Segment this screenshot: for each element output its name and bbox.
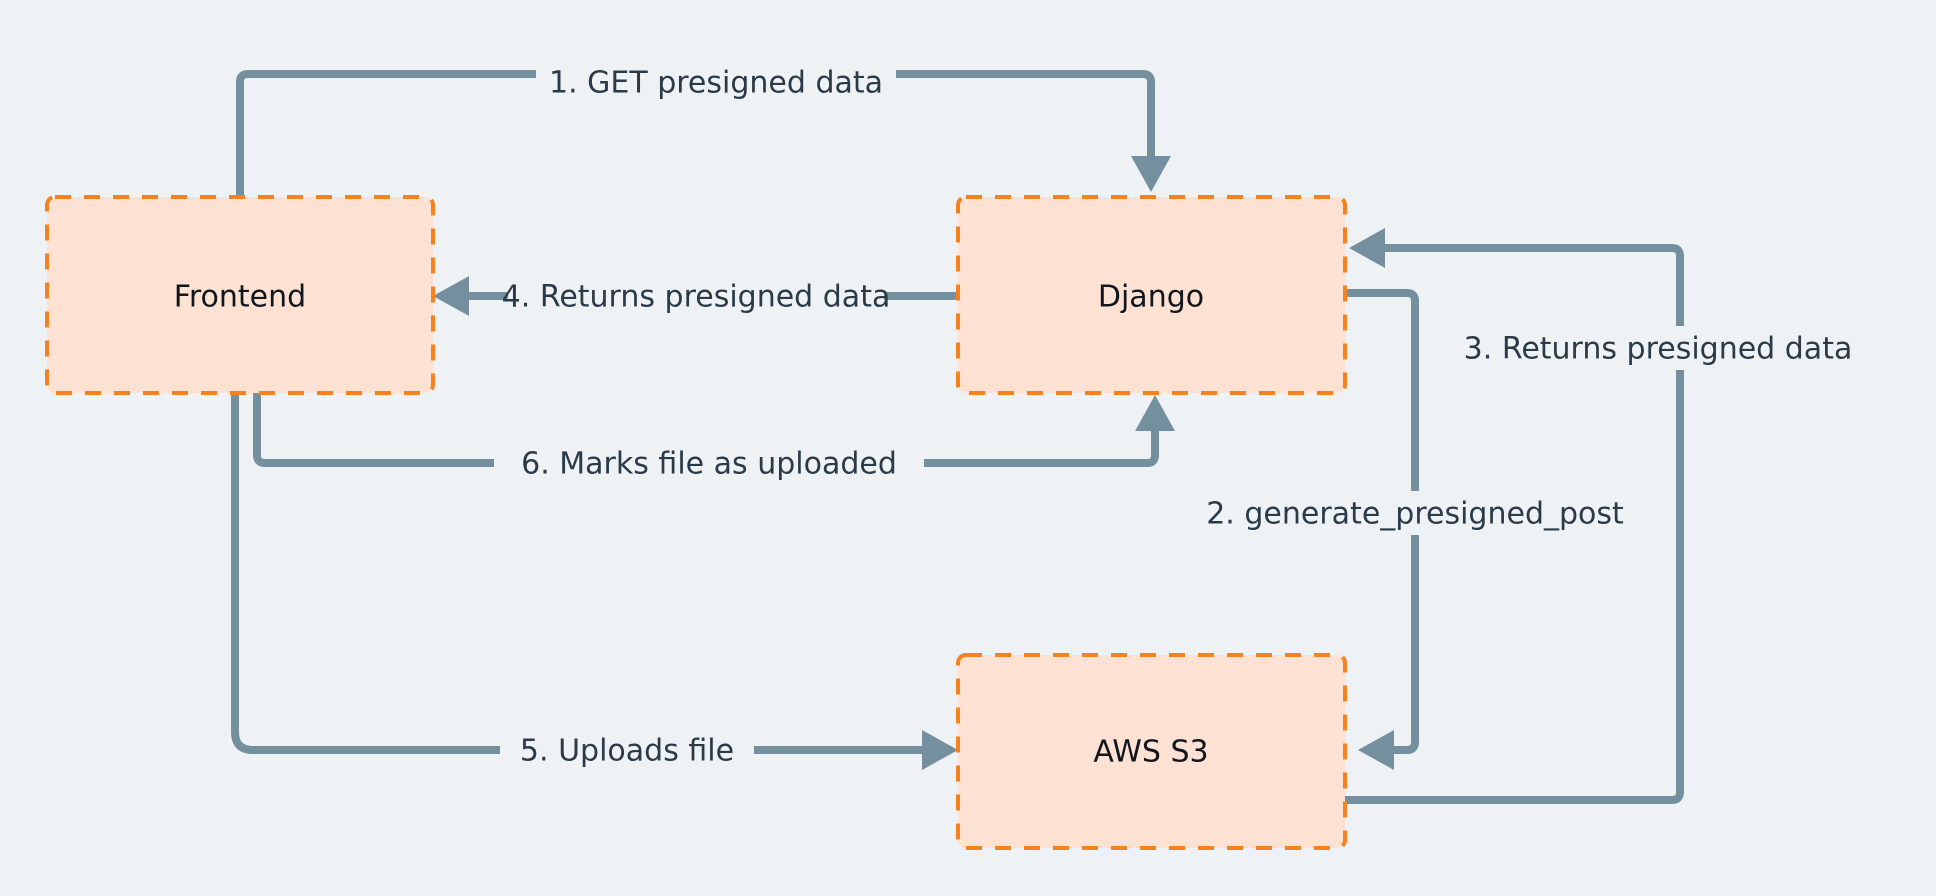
edge-6-arrowhead: [1135, 395, 1175, 431]
edge-4-label: 4. Returns presigned data: [502, 280, 891, 315]
edge-6-label-backdrop: [494, 441, 924, 485]
node-aws-s3-box: [956, 653, 1347, 850]
edge-3-arrowhead: [1349, 228, 1385, 268]
edge-5-label-backdrop: [500, 728, 754, 772]
edge-2-label: 2. generate_presigned_post: [1206, 497, 1624, 532]
edge-5-line: [231, 389, 933, 754]
edge-3-label: 3. Returns presigned data: [1464, 332, 1853, 367]
edge-5-label: 5. Uploads file: [520, 734, 734, 769]
edge-2-generate-presigned-post[interactable]: 2. generate_presigned_post: [1193, 289, 1637, 770]
node-frontend-box: [45, 195, 435, 395]
edge-5-arrowhead: [922, 730, 958, 770]
node-aws-s3-label: AWS S3: [1093, 735, 1208, 770]
edge-6-marks-file-as-uploaded[interactable]: 6. Marks file as uploaded: [253, 389, 1175, 485]
edge-2-label-backdrop: [1193, 491, 1637, 535]
edge-4-label-backdrop: [508, 274, 884, 318]
edge-1-label-backdrop: [536, 60, 896, 104]
edge-3-returns-presigned-data[interactable]: 3. Returns presigned data: [1341, 228, 1872, 804]
node-django-box: [956, 195, 1347, 395]
edge-3-line: [1341, 244, 1684, 804]
edge-1-label: 1. GET presigned data: [549, 66, 883, 101]
node-frontend-label: Frontend: [174, 280, 306, 315]
edge-5-uploads-file[interactable]: 5. Uploads file: [231, 389, 958, 772]
edge-4-returns-presigned-data[interactable]: 4. Returns presigned data: [433, 274, 958, 318]
node-frontend[interactable]: Frontend: [45, 195, 435, 395]
edge-1-get-presigned-data[interactable]: 1. GET presigned data: [236, 60, 1171, 201]
node-aws-s3[interactable]: AWS S3: [956, 653, 1347, 850]
node-django-label: Django: [1098, 280, 1204, 315]
edge-2-arrowhead: [1358, 730, 1394, 770]
edge-4-arrowhead: [433, 276, 469, 316]
node-django[interactable]: Django: [956, 195, 1347, 395]
edge-1-arrowhead: [1131, 156, 1171, 192]
edge-6-label: 6. Marks file as uploaded: [521, 447, 897, 482]
edge-3-label-backdrop: [1472, 326, 1872, 370]
